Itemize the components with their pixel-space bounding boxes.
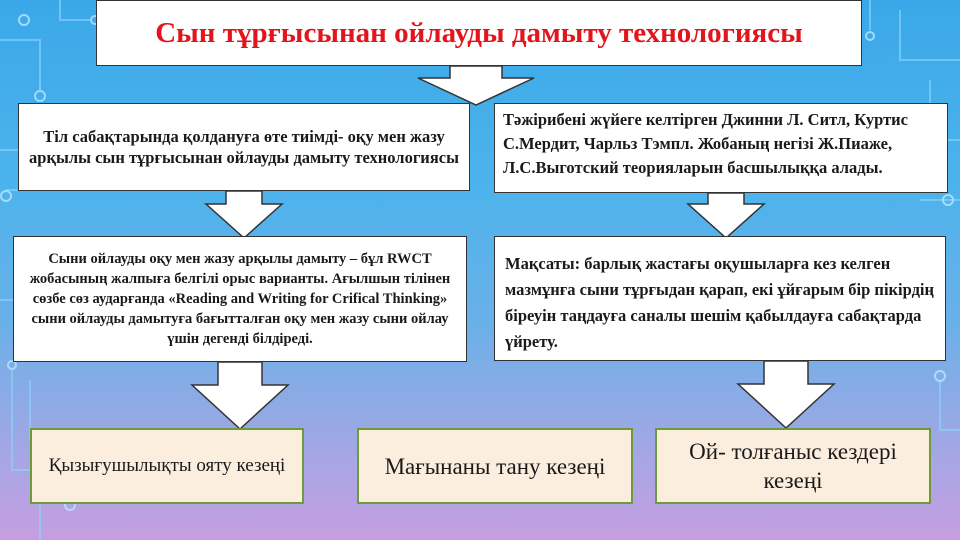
stage-evocation: Қызығушылықты ояту кезеңі [30, 428, 304, 504]
arrow-right-middle-down [736, 360, 836, 430]
box-left-top: Тіл сабақтарында қолдануға өте тиімді- о… [18, 103, 470, 191]
box-right-top: Тәжірибені жүйеге келтірген Джинни Л. Си… [494, 103, 948, 193]
arrow-title-down [417, 66, 535, 106]
stage-realization: Мағынаны тану кезеңі [357, 428, 633, 504]
box-right-middle: Мақсаты: барлық жастағы оқушыларға кез к… [494, 236, 946, 361]
stage-reflection: Ой- толғаныс кездері кезеңі [655, 428, 931, 504]
arrow-right-top-down [686, 192, 766, 240]
box-left-middle: Сыни ойлауды оқу мен жазу арқылы дамыту … [13, 236, 467, 362]
arrow-left-middle-down [190, 361, 290, 431]
diagram-title: Сын тұрғысынан ойлауды дамыту технология… [96, 0, 862, 66]
arrow-left-top-down [204, 190, 284, 240]
